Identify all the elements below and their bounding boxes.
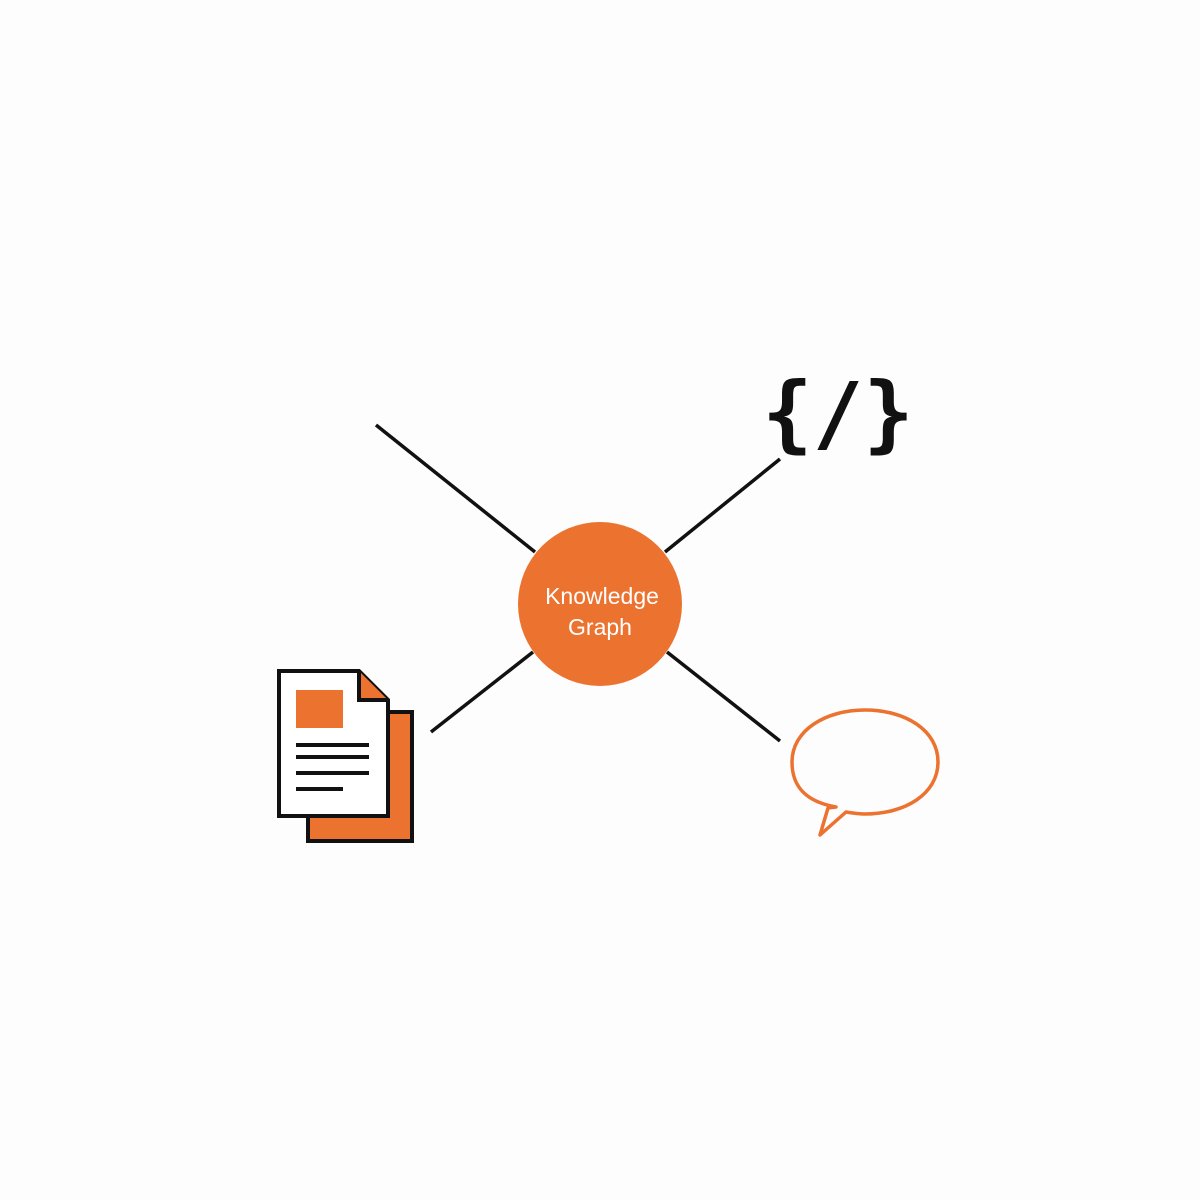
code-icon: {/} [762, 364, 914, 462]
document-image-block [296, 690, 343, 728]
connector-top-left [374, 423, 537, 554]
knowledge-graph-label-line1: Knowledge [545, 583, 659, 609]
connector-bottom-right [665, 650, 782, 743]
speech-bubble-icon [790, 708, 940, 837]
knowledge-graph-label-line2: Graph [568, 614, 632, 640]
knowledge-graph-circle [518, 522, 682, 686]
documents-icon [277, 669, 414, 843]
connector-top-right [663, 457, 782, 554]
document-fold [357, 671, 388, 702]
connector-bottom-left [429, 650, 535, 734]
knowledge-graph-node: Knowledge Graph [518, 522, 682, 686]
